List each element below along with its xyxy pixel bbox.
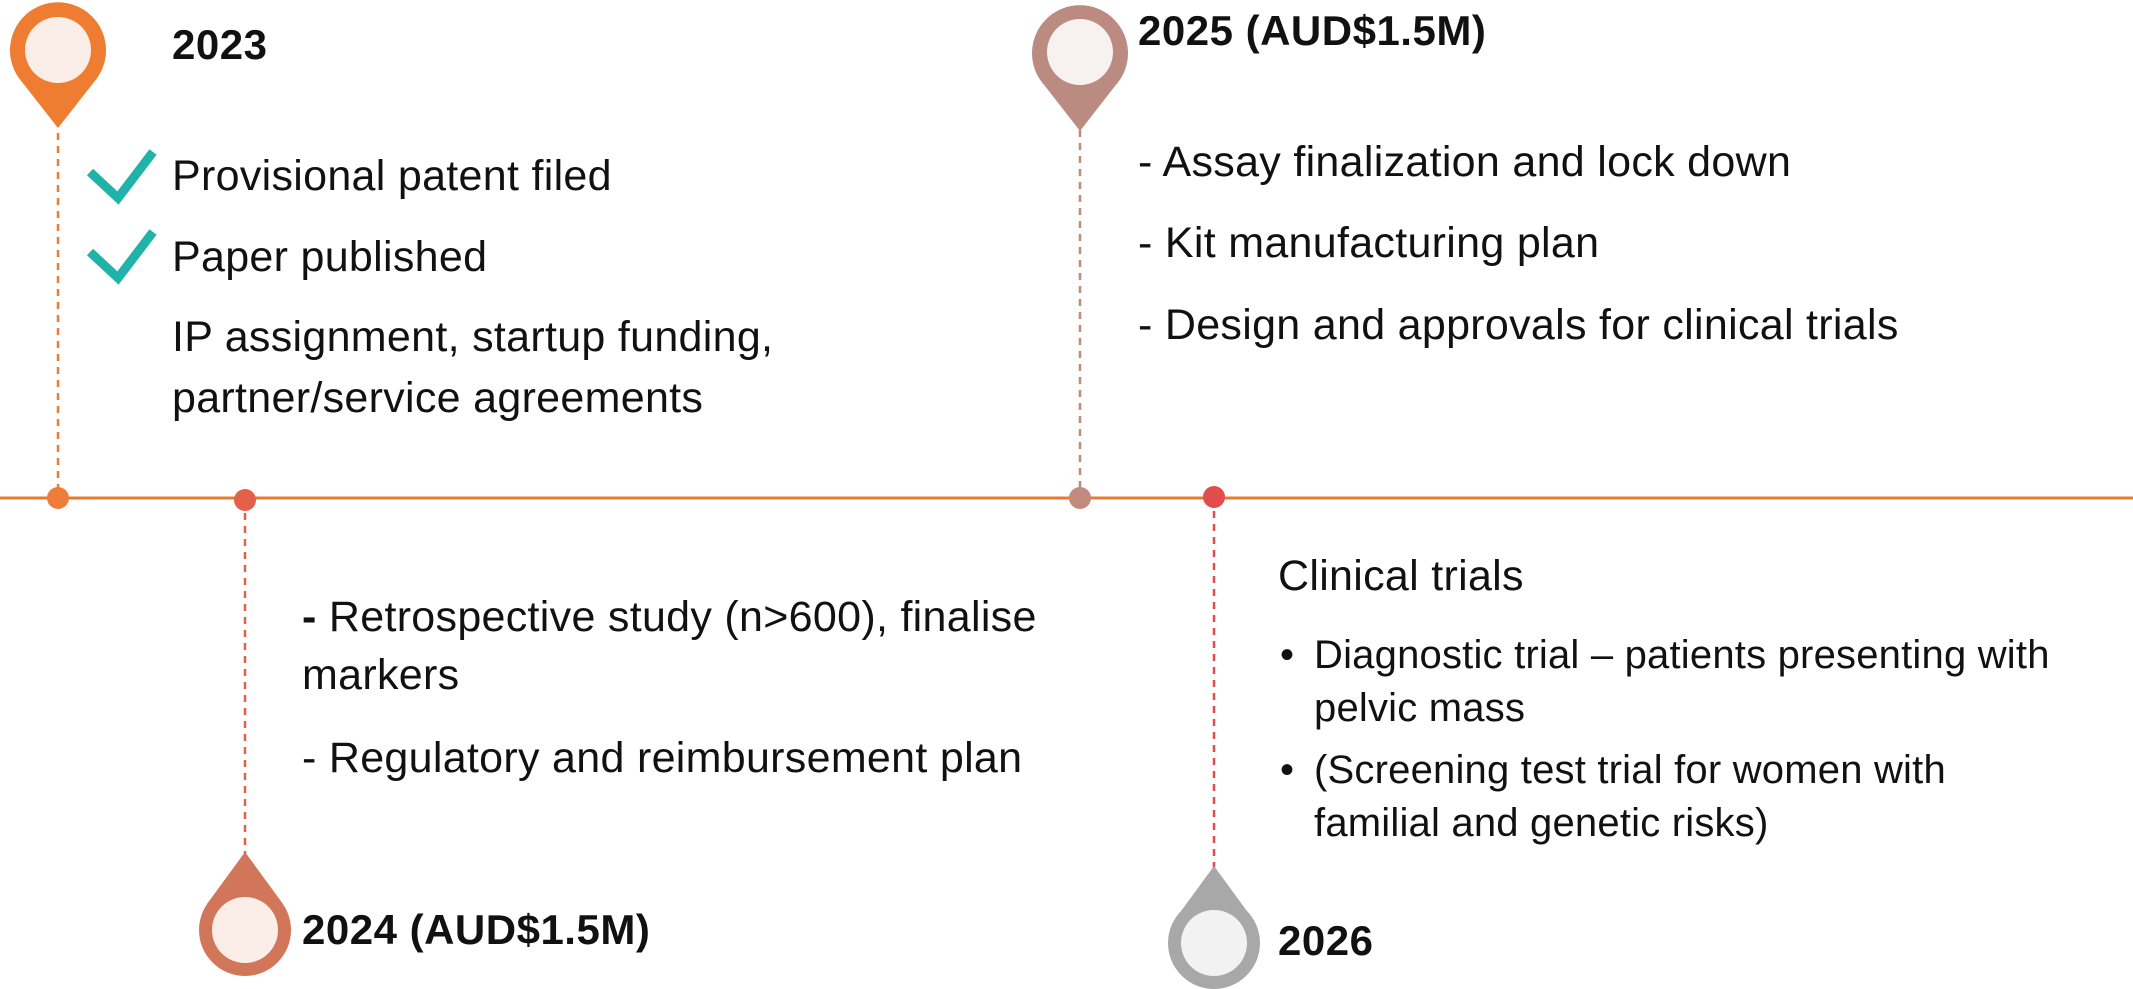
item-2025-kit: - Kit manufacturing plan bbox=[1138, 219, 1600, 267]
heading-2026-clinical: Clinical trials bbox=[1278, 552, 1524, 600]
item-2025-assay: - Assay finalization and lock down bbox=[1138, 138, 1792, 186]
milestone-2025-label: 2025 (AUD$1.5M) bbox=[1138, 7, 1487, 54]
bullet-2026-screening: (Screening test trial for women with bbox=[1280, 748, 1946, 792]
timeline-dot-2026 bbox=[1203, 486, 1225, 508]
note-2023-line2: partner/service agreements bbox=[172, 374, 704, 422]
bullet-2026-screening-cont: familial and genetic risks) bbox=[1314, 801, 1769, 845]
milestone-2024-label: 2024 (AUD$1.5M) bbox=[302, 906, 651, 953]
bullet-2026-diagnostic-cont: pelvic mass bbox=[1314, 686, 1526, 730]
item-2025-design: - Design and approvals for clinical tria… bbox=[1138, 301, 1899, 349]
timeline-dot-2025 bbox=[1069, 487, 1091, 509]
item-2024-retrospective: - Retrospective study (n>600), finalise bbox=[302, 593, 1037, 641]
map-pin-icon bbox=[10, 2, 107, 129]
checked-item-patent: Provisional patent filed bbox=[172, 152, 612, 200]
item-2024-regulatory: - Regulatory and reimbursement plan bbox=[302, 734, 1023, 782]
timeline-dot-2024 bbox=[234, 489, 256, 511]
milestone-2023-label: 2023 bbox=[172, 21, 268, 68]
timeline-dot-2023 bbox=[47, 487, 69, 509]
checkmark-icon bbox=[86, 229, 157, 285]
item-2024-retrospective-text: Retrospective study (n>600), finalise bbox=[328, 593, 1037, 641]
map-pin-icon bbox=[1168, 866, 1260, 989]
note-2023-line1: IP assignment, startup funding, bbox=[172, 313, 774, 361]
item-2024-dash: - bbox=[302, 593, 317, 641]
item-2024-retrospective-cont: markers bbox=[302, 651, 460, 699]
milestone-2024-graphic bbox=[199, 489, 291, 976]
milestone-2026-label: 2026 bbox=[1278, 917, 1374, 964]
map-pin-icon bbox=[1032, 5, 1129, 131]
checkmark-icon bbox=[86, 149, 157, 205]
checked-item-paper: Paper published bbox=[172, 233, 488, 281]
bullet-2026-diagnostic: Diagnostic trial – patients presenting w… bbox=[1280, 633, 2050, 677]
milestone-2026-graphic bbox=[1168, 486, 1260, 989]
milestone-2023-graphic bbox=[10, 2, 157, 509]
milestone-2025-graphic bbox=[1032, 5, 1129, 509]
map-pin-icon bbox=[199, 852, 291, 976]
